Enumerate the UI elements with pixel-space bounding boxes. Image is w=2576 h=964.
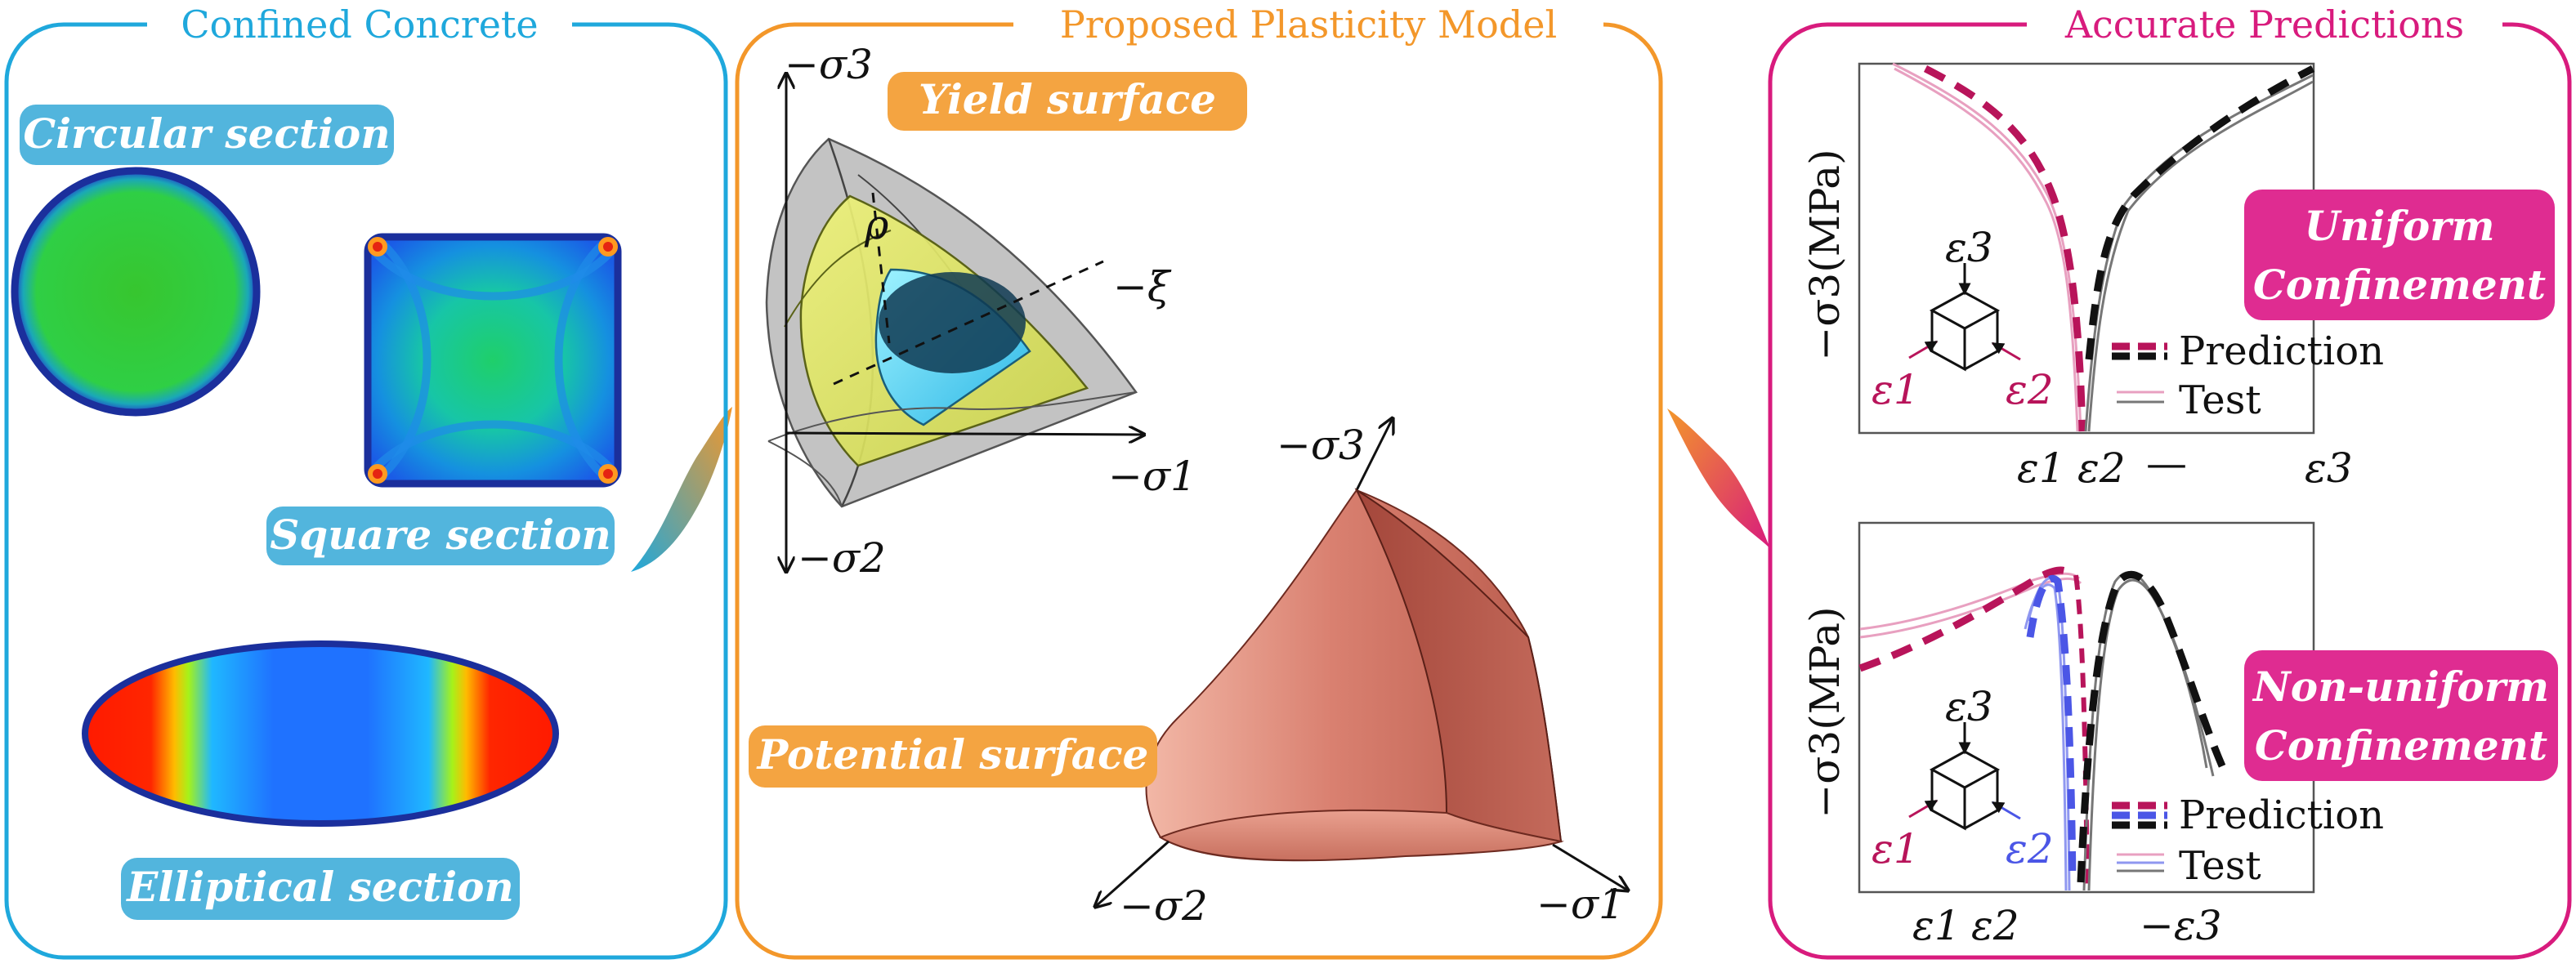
yield-surface-figure xyxy=(765,74,1144,572)
yield-axis-neg-sigma2: −σ2 xyxy=(798,534,886,582)
tag-uniform-line2: Confinement xyxy=(2253,261,2546,309)
cube-label-e2-top: ε2 xyxy=(2006,366,2054,413)
cube-loading-icon-top xyxy=(1908,263,2021,372)
elliptical-section-contour xyxy=(82,640,559,827)
potential-axis-neg-sigma1: −σ1 xyxy=(1536,881,1625,928)
potential-surface-figure xyxy=(1095,418,1628,907)
label-circular-section: Circular section xyxy=(23,109,390,158)
label-square-section: Square section xyxy=(270,511,611,559)
panel-title-confined-concrete: Confined Concrete xyxy=(181,2,538,47)
cube-label-e2-bottom: ε2 xyxy=(2006,825,2054,873)
xtick-neg-e3-bottom: −ε3 xyxy=(2140,902,2222,949)
xtick-e3-top: ε3 xyxy=(2305,444,2353,492)
tag-nonuniform-confinement xyxy=(2244,650,2558,781)
prediction-curve-bottom-left xyxy=(1858,566,2070,672)
prediction-curve-top-right xyxy=(2085,65,2315,360)
tag-uniform-line1: Uniform xyxy=(2304,202,2494,250)
label-yield-surface: Yield surface xyxy=(919,75,1216,123)
tag-nonuniform-line1: Non-uniform xyxy=(2252,663,2549,711)
yield-axis-neg-xi: −ξ xyxy=(1113,263,1172,310)
cube-label-e1-bottom: ε1 xyxy=(1872,825,1920,873)
legend-bottom xyxy=(2112,801,2167,873)
yield-axis-neg-sigma1: −σ1 xyxy=(1108,453,1196,500)
label-elliptical-section: Elliptical section xyxy=(125,863,514,911)
legend-test-top: Test xyxy=(2179,377,2261,423)
xtick-e2-top: ε2 xyxy=(2077,444,2126,492)
xtick-dash-top: — xyxy=(2146,440,2187,487)
legend-prediction-bottom: Prediction xyxy=(2179,792,2384,838)
square-section-contour xyxy=(364,233,622,488)
potential-axis-neg-sigma2: −σ2 xyxy=(1120,882,1208,930)
label-potential-surface: Potential surface xyxy=(756,730,1149,779)
cube-label-e1-top: ε1 xyxy=(1872,366,1920,413)
panel-title-plasticity-model: Proposed Plasticity Model xyxy=(1060,2,1557,47)
potential-axis-neg-sigma3: −σ3 xyxy=(1277,422,1365,469)
cube-loading-icon-bottom xyxy=(1908,722,2021,831)
prediction-curve-top-left xyxy=(1923,65,2086,432)
legend-top xyxy=(2112,342,2167,404)
panel-plasticity-model: Proposed Plasticity Model Yield surface xyxy=(735,2,1663,960)
chart-nonuniform-confinement: Non-uniform Confinement ε3 ε1 ε2 xyxy=(1801,521,2558,949)
circular-section-contour xyxy=(11,167,261,417)
xtick-e1-bottom: ε1 xyxy=(1912,902,1961,949)
xtick-e1-top: ε1 xyxy=(2017,444,2065,492)
connector-ribbon-right xyxy=(1667,408,1770,549)
yield-label-rho: ρ xyxy=(864,201,889,248)
prediction-curve-bottom-black xyxy=(2077,570,2227,883)
panel-accurate-predictions: Accurate Predictions xyxy=(1768,2,2572,960)
test-curve-bottom-left xyxy=(1859,572,2081,631)
prediction-curve-bottom-blue xyxy=(2026,574,2077,883)
yield-axis-neg-sigma3: −σ3 xyxy=(785,41,873,88)
ylabel-bottom: −σ3(MPa) xyxy=(1801,606,1849,818)
legend-prediction-top: Prediction xyxy=(2179,328,2384,374)
xtick-e2-bottom: ε2 xyxy=(1971,902,2019,949)
cube-label-e3-top: ε3 xyxy=(1945,224,1993,271)
ylabel-top: −σ3(MPa) xyxy=(1801,149,1849,360)
tag-nonuniform-line2: Confinement xyxy=(2255,721,2547,770)
panel-title-accurate-predictions: Accurate Predictions xyxy=(2064,2,2464,47)
chart-uniform-confinement: Uniform Confinement ε3 ε1 ε2 Predictio xyxy=(1801,62,2555,492)
panel-confined-concrete: Confined Concrete Circular section Squar… xyxy=(4,2,728,960)
cube-label-e3-bottom: ε3 xyxy=(1945,683,1993,730)
connector-ribbon-left xyxy=(631,407,732,572)
legend-test-bottom: Test xyxy=(2179,843,2261,889)
